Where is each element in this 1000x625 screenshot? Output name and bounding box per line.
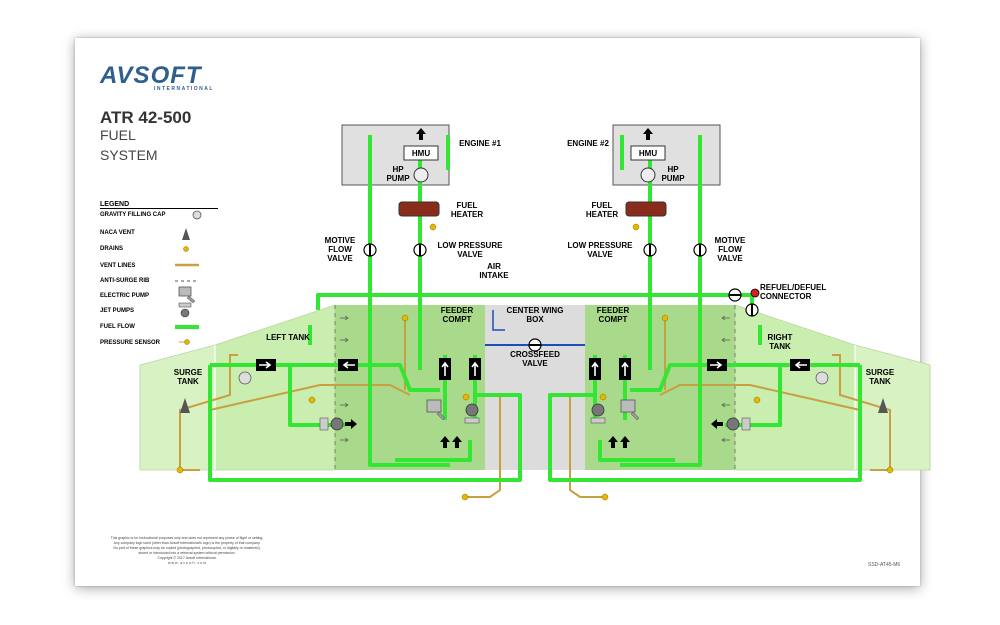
legend-electric-pump: ELECTRIC PUMP	[100, 293, 150, 299]
left-electric-pump-icon	[426, 399, 446, 421]
fuel-heater-1-label: FUEL HEATER	[450, 201, 484, 219]
left-surge-tank-label: SURGE TANK	[173, 368, 203, 386]
right-bottom-arrow-1	[608, 436, 618, 448]
low-pressure-valve-1-label: LOW PRESSURE VALVE	[437, 241, 503, 259]
low-pressure-valve-2-label: LOW PRESSURE VALVE	[567, 241, 633, 259]
right-tank	[734, 304, 856, 471]
refuel-connector-icon	[750, 288, 760, 298]
legend-fuel-flow: FUEL FLOW	[100, 324, 135, 330]
feeder-compt-right-label: FEEDER COMPT	[596, 306, 630, 324]
right-electric-pump-icon	[620, 399, 640, 421]
disclaimer-line-1: This graphic is for instructional purpos…	[110, 536, 264, 540]
legend-title: LEGEND	[100, 201, 218, 209]
disclaimer-line-4: stored or introduced into a retrieval sy…	[138, 551, 236, 555]
legend-icons	[175, 210, 202, 345]
drains	[176, 223, 894, 501]
right-tank-label: RIGHT TANK	[767, 333, 793, 351]
engine-1-label: ENGINE #1	[459, 139, 501, 148]
hmu-1-box	[403, 145, 439, 161]
legend-vent-lines: VENT LINES	[100, 263, 136, 269]
center-wing-box-label: CENTER WING BOX	[506, 306, 564, 324]
tank-flow-ticks	[340, 315, 730, 443]
title-fuel: FUEL	[100, 127, 136, 143]
electric-pump-icon	[178, 286, 196, 304]
legend-pressure-sensor: PRESSURE SENSOR	[100, 340, 161, 346]
valves	[363, 243, 760, 352]
disclaimer-line-6: w w w . a v s o f t . c o m	[167, 561, 207, 565]
legend-gravity-cap: GRAVITY FILLING CAP	[100, 212, 166, 218]
right-gravity-cap-icon	[815, 371, 829, 385]
left-naca-vent-icon	[180, 398, 190, 413]
gravity-cap-icon	[192, 210, 202, 220]
right-bottom-arrow-2	[620, 436, 630, 448]
naca-vent-icon	[182, 228, 190, 240]
right-surge-tank-label: SURGE TANK	[865, 368, 895, 386]
right-jet-arrow	[711, 419, 723, 429]
right-naca-vent-icon	[878, 398, 888, 413]
legend-drains: DRAINS	[100, 246, 124, 252]
air-intake-line	[492, 310, 505, 331]
avsoft-logo-sub: INTERNATIONAL	[154, 86, 214, 92]
crossfeed-valve-label: CROSSFEED VALVE	[510, 350, 560, 368]
disclaimer-line-5: Copyright © 2017 Avsoft International.	[157, 556, 217, 560]
document-code: SSD-AT45-M6	[868, 562, 901, 568]
avsoft-logo: AVSOFT	[100, 62, 202, 89]
engine-2-label: ENGINE #2	[567, 139, 609, 148]
legend-anti-surge-rib: ANTI-SURGE RIB	[100, 278, 150, 284]
hp-pump-2-icon	[640, 167, 656, 183]
pressure-sensor-icon	[179, 339, 190, 345]
left-feeder-jet-pump-icon	[464, 403, 480, 424]
tank-areas	[139, 304, 931, 471]
hmu-2-label: HMU	[638, 149, 658, 158]
left-tank	[214, 304, 336, 471]
left-jet-pump-icon	[319, 417, 344, 431]
disclaimer-line-3: No part of these graphics may be copied …	[113, 546, 261, 550]
pumps	[319, 399, 751, 431]
hp-pump-1-label: HP PUMP	[386, 165, 410, 183]
engine-2-exit-arrow	[643, 128, 653, 140]
right-surge-tank	[854, 344, 931, 471]
center-wing-box	[485, 305, 585, 470]
title-aircraft: ATR 42-500	[100, 108, 192, 127]
left-gravity-cap-icon	[238, 371, 252, 385]
engine-1-exit-arrow	[416, 128, 426, 140]
hp-pump-1-icon	[413, 167, 429, 183]
legend-naca-vent: NACA VENT	[100, 230, 135, 236]
right-feeder-jet-pump-icon	[590, 403, 606, 424]
air-intake-label: AIR INTAKE	[479, 262, 509, 280]
legend-jet-pumps: JET PUMPS	[100, 308, 135, 314]
feeder-compt-left-label: FEEDER COMPT	[440, 306, 474, 324]
fuel-heater-2-icon	[625, 201, 667, 217]
left-jet-arrow	[345, 419, 357, 429]
disclaimer-line-2: Any company logo used (other than Avsoft…	[113, 541, 261, 545]
fuel-heater-2-label: FUEL HEATER	[585, 201, 619, 219]
jet-pump-icon	[178, 302, 192, 318]
left-bottom-arrow-1	[440, 436, 450, 448]
left-tank-label: LEFT TANK	[266, 333, 310, 342]
right-jet-pump-icon	[726, 417, 751, 431]
hmu-2-box	[630, 145, 666, 161]
motive-flow-valve-1-label: MOTIVE FLOW VALVE	[324, 236, 356, 263]
hmu-1-label: HMU	[411, 149, 431, 158]
drain-icon	[183, 246, 189, 252]
title-system: SYSTEM	[100, 147, 158, 163]
motive-flow-valve-2-label: MOTIVE FLOW VALVE	[714, 236, 746, 263]
hp-pump-2-label: HP PUMP	[661, 165, 685, 183]
left-bottom-arrow-2	[452, 436, 462, 448]
refuel-defuel-label: REFUEL/DEFUEL CONNECTOR	[760, 283, 827, 301]
fuel-heater-1-icon	[398, 201, 440, 217]
left-surge-tank	[139, 344, 216, 471]
flow-arrows	[256, 128, 810, 448]
